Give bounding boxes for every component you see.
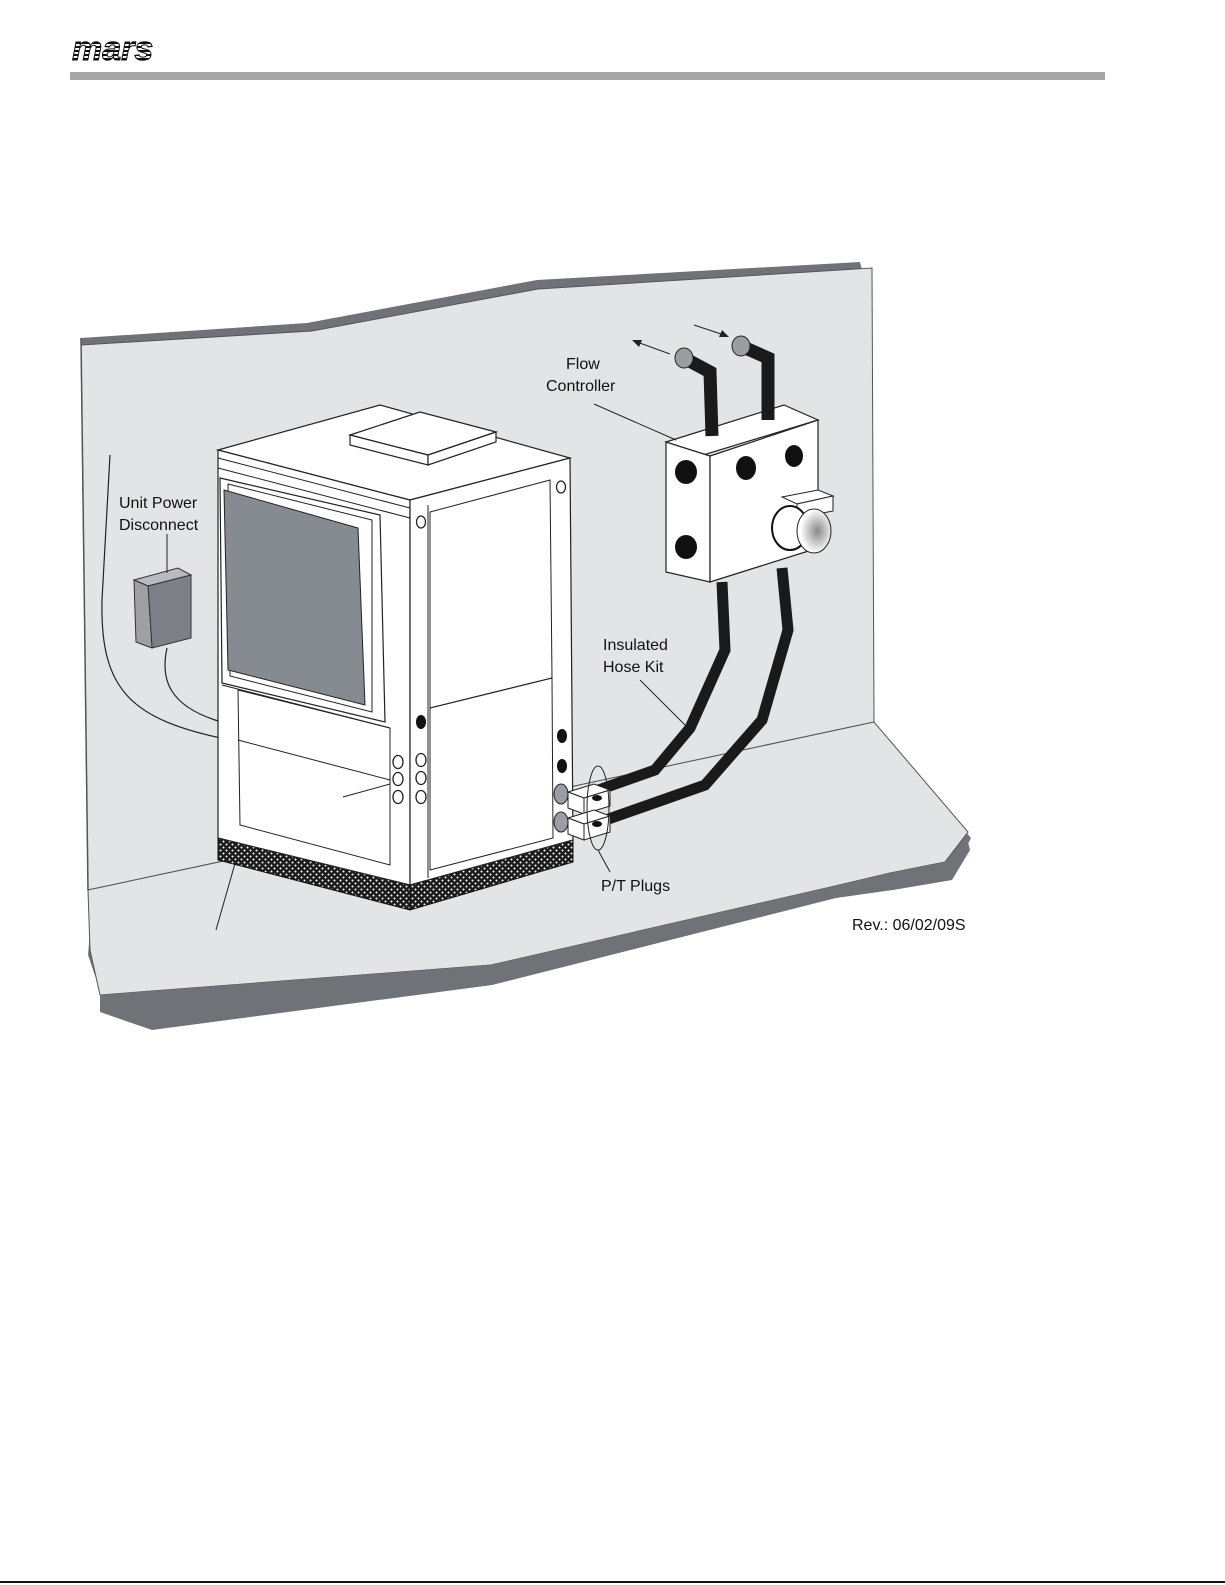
label-hose-kit-line2: Hose Kit <box>603 659 664 676</box>
label-flow-controller-line2: Controller <box>546 378 616 395</box>
label-unit-power-line1: Unit Power <box>119 495 198 512</box>
footer-rule <box>0 1581 1225 1583</box>
unit-power-disconnect-box <box>134 568 191 648</box>
label-flow-controller-line1: Flow <box>566 356 600 373</box>
heat-pump-unit <box>218 405 573 910</box>
label-unit-power-line2: Disconnect <box>119 517 199 534</box>
label-pt-plugs: P/T Plugs <box>601 878 670 895</box>
label-hose-kit-line1: Insulated <box>603 637 668 654</box>
revision-label: Rev.: 06/02/09S <box>852 917 966 934</box>
